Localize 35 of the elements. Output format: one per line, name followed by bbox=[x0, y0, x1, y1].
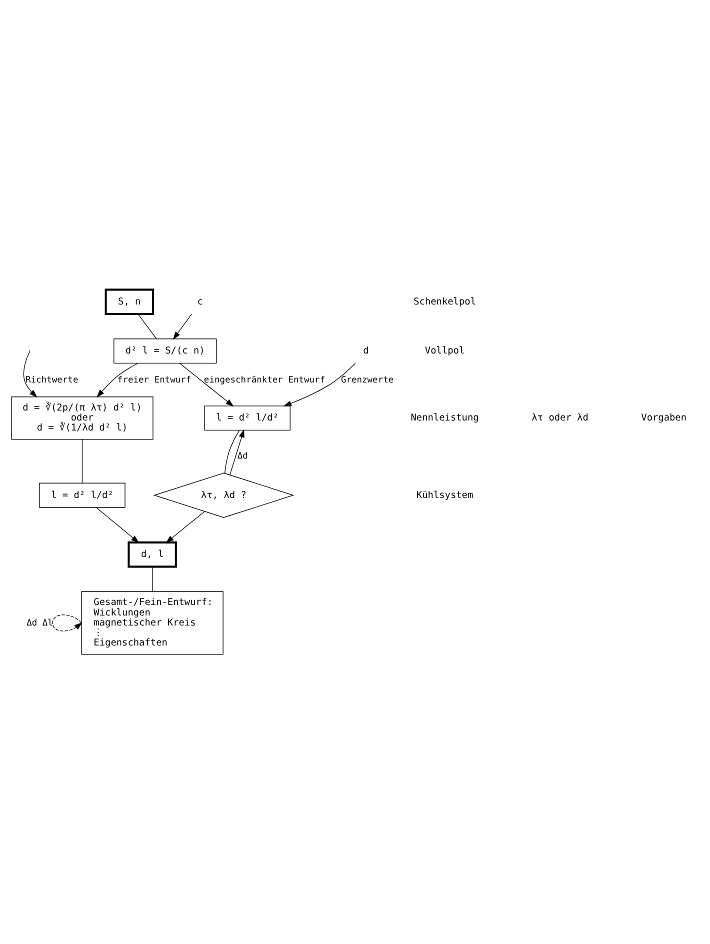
edge-label: eingeschränkter Entwurf bbox=[204, 375, 326, 386]
arrow bbox=[179, 362, 234, 407]
connector bbox=[82, 439, 83, 484]
connector bbox=[152, 566, 153, 592]
arrow bbox=[166, 511, 205, 543]
edge-label: Richtwerte bbox=[26, 375, 78, 386]
node-box: l = d² l/d² bbox=[204, 406, 290, 431]
node-box: Gesamt-/Fein-Entwurf: Wicklungen magnetischer Kreis ⋮ Eigenschaften bbox=[81, 591, 224, 655]
node-box: l = d² l/d² bbox=[39, 482, 126, 508]
arrow bbox=[172, 314, 192, 340]
node-text: c bbox=[197, 296, 204, 308]
edge-label: Δd bbox=[237, 451, 248, 462]
node-text: d bbox=[363, 346, 369, 357]
edge-label: Grenzwerte bbox=[340, 375, 394, 386]
arrow bbox=[230, 429, 244, 476]
node-box: d = ∛(2p/(π λτ) d² l) oder d = ∛(1/λd d² l) bbox=[11, 396, 154, 440]
label: Schenkelpol bbox=[414, 296, 476, 308]
connector bbox=[224, 430, 240, 474]
arrow bbox=[96, 362, 138, 398]
label: Vorgaben bbox=[641, 412, 687, 424]
connector bbox=[138, 314, 157, 340]
arrow bbox=[23, 351, 38, 398]
edge-label: freier Entwurf bbox=[117, 375, 192, 386]
node-diamond: λτ, λd ? bbox=[153, 472, 294, 518]
node-box: d, l bbox=[128, 541, 177, 568]
label: λτ oder λd bbox=[532, 412, 588, 424]
node-box: S, n bbox=[104, 288, 154, 315]
label: Nennleistung bbox=[410, 412, 479, 424]
arrow bbox=[52, 614, 82, 632]
arrow bbox=[96, 507, 140, 544]
node-box: d² l = S/(c n) bbox=[114, 338, 217, 364]
edge-label: Δd Δl bbox=[26, 618, 53, 628]
arrow bbox=[283, 362, 356, 406]
label: Vollpol bbox=[424, 346, 465, 357]
label: Kühlsystem bbox=[416, 490, 474, 501]
